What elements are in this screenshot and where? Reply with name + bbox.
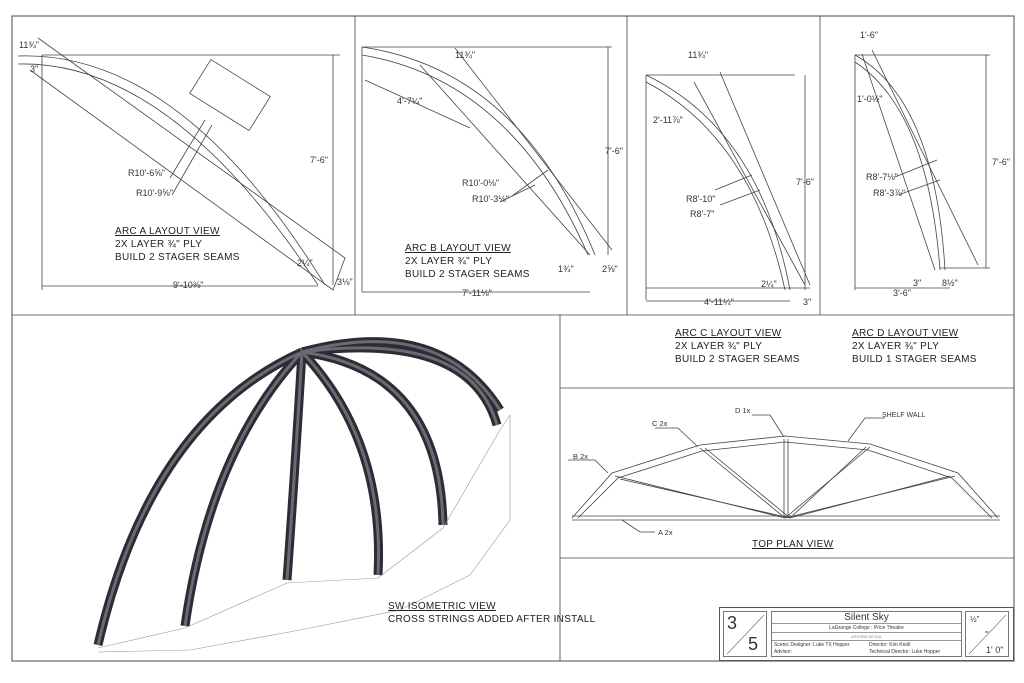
arc-a-note: ARC A LAYOUT VIEW 2X LAYER ¾" PLY BUILD …	[115, 225, 240, 264]
arc-b-dim-height: 7'-6"	[605, 146, 623, 156]
sheet-number-box: 3 5	[723, 611, 767, 657]
arc-a-dim-foot-h: 3⅛"	[337, 277, 353, 287]
arc-c-line2: BUILD 2 STAGER SEAMS	[675, 354, 800, 365]
arc-a-dim-radius-outer: R10'-6⅝"	[128, 168, 165, 178]
scale-numerator: ½"	[970, 615, 980, 624]
arc-b-dim-foot-v: 1¾"	[558, 264, 574, 274]
arc-a-dim-offset: 3"	[30, 64, 39, 74]
plan-label-d: D 1x	[735, 406, 751, 415]
arc-a-dim-thickness: 11¾"	[19, 40, 40, 50]
arc-d-dim-radius-inner: R8'-3⅞"	[873, 188, 905, 198]
arc-d-dim-radius-outer: R8'-7⅛"	[866, 172, 898, 182]
arc-c-dim-height: 7'-6"	[796, 177, 814, 187]
arc-a-dim-height: 7'-6"	[310, 155, 328, 165]
plan-view-drawing	[568, 414, 1000, 533]
isometric-ribs-highlight	[96, 340, 502, 646]
arc-d-dim-width: 3'-6"	[893, 288, 911, 298]
arc-b-dim-radius-outer: R10'-0⅛"	[462, 178, 499, 188]
arc-b-dim-segment: 4'-7¼"	[397, 96, 423, 106]
plan-title-text: TOP PLAN VIEW	[752, 539, 834, 550]
iso-note: SW ISOMETRIC VIEW CROSS STRINGS ADDED AF…	[388, 600, 596, 626]
arc-d-dim-height: 7'-6"	[992, 157, 1010, 167]
arc-b-line2: BUILD 2 STAGER SEAMS	[405, 269, 530, 280]
arc-d-drawing	[854, 49, 990, 290]
sheet-number: 3	[727, 613, 738, 633]
arc-a-line1: 2X LAYER ¾" PLY	[115, 239, 203, 250]
sheet-border	[11, 15, 1015, 662]
advisor: Advisor:	[774, 649, 793, 655]
plan-title: TOP PLAN VIEW	[752, 538, 833, 551]
cross-strings	[97, 414, 511, 653]
scale-equals: =	[985, 630, 989, 636]
arc-a-dim-radius-inner: R10'-9⅝"	[136, 188, 173, 198]
title-info: Silent Sky LaGrange College : Price Thea…	[771, 611, 962, 657]
arc-b-dim-width: 7'-11⅛"	[462, 288, 492, 298]
scale-box: ½" = 1' 0"	[965, 611, 1009, 657]
director: Director: Kim Knoll	[869, 642, 911, 648]
arc-b-drawing	[361, 46, 613, 293]
arc-a-dim-width: 9'-10⅜"	[173, 280, 204, 290]
arc-c-title: ARC C LAYOUT VIEW	[675, 328, 782, 339]
sheet-total: 5	[748, 634, 759, 654]
arc-b-dim-foot-h: 2⅝"	[602, 264, 618, 274]
arc-d-note: ARC D LAYOUT VIEW 2X LAYER ¾" PLY BUILD …	[852, 327, 977, 366]
scenic-designer: Scenic Designer: Luke TX Hopper	[774, 642, 850, 648]
iso-title: SW ISOMETRIC VIEW	[388, 601, 496, 612]
venue: LaGrange College : Price Theatre	[772, 624, 961, 633]
arc-d-line1: 2X LAYER ¾" PLY	[852, 341, 940, 352]
arc-d-dim-foot-h: 8½"	[942, 278, 958, 288]
rib-b-left	[180, 348, 306, 627]
arc-c-dim-radius-inner: R8'-7"	[690, 209, 715, 219]
arc-b-line1: 2X LAYER ¾" PLY	[405, 256, 493, 267]
arc-a-drawing	[17, 37, 346, 291]
iso-line1: CROSS STRINGS ADDED AFTER INSTALL	[388, 614, 596, 625]
plan-label-shelf-wall: SHELF WALL	[882, 412, 926, 419]
sheet-slash	[726, 614, 765, 655]
arc-c-dim-segment: 2'-11⅞"	[653, 115, 683, 125]
arc-c-dim-foot-v: 2¼"	[761, 279, 777, 289]
arc-b-title: ARC B LAYOUT VIEW	[405, 243, 511, 254]
arc-c-dim-width: 4'-11¼"	[704, 297, 734, 307]
show-title: Silent Sky	[772, 612, 961, 624]
arc-d-line2: BUILD 1 STAGER SEAMS	[852, 354, 977, 365]
plan-label-c: C 2x	[652, 419, 668, 428]
arc-c-note: ARC C LAYOUT VIEW 2X LAYER ¾" PLY BUILD …	[675, 327, 800, 366]
arc-a-title: ARC A LAYOUT VIEW	[115, 226, 220, 237]
arc-c-dim-thickness: 11¾"	[688, 50, 709, 60]
scale-slash	[968, 614, 1007, 655]
arc-c-dim-radius-outer: R8'-10"	[686, 194, 716, 204]
arc-d-title: ARC D LAYOUT VIEW	[852, 328, 959, 339]
scale-value: 1' 0"	[986, 645, 1004, 655]
arc-c-drawing	[645, 71, 811, 302]
drawing-detail: ARC/RIB DETAIL	[772, 633, 961, 641]
title-block: 3 5 Silent Sky LaGrange College : Price …	[719, 607, 1014, 661]
arc-d-dim-top: 1'-6"	[860, 30, 878, 40]
arc-b-dim-radius-inner: R10'-3⅛"	[472, 194, 509, 204]
plan-label-a: A 2x	[658, 528, 673, 537]
arc-d-dim-foot-v: 3"	[913, 278, 922, 288]
arc-a-dim-foot-v: 2¼"	[297, 258, 313, 268]
plan-label-b: B 2x	[573, 452, 589, 461]
arc-c-dim-foot-h: 3"	[803, 297, 812, 307]
arc-c-line1: 2X LAYER ¾" PLY	[675, 341, 763, 352]
arc-d-dim-segment: 1'-0½"	[857, 94, 883, 104]
arc-a-line2: BUILD 2 STAGER SEAMS	[115, 252, 240, 263]
arc-b-note: ARC B LAYOUT VIEW 2X LAYER ¾" PLY BUILD …	[405, 242, 530, 281]
arc-b-dim-thickness: 11¾"	[455, 50, 476, 60]
technical-director: Technical Director: Luke Hopper	[869, 649, 941, 655]
